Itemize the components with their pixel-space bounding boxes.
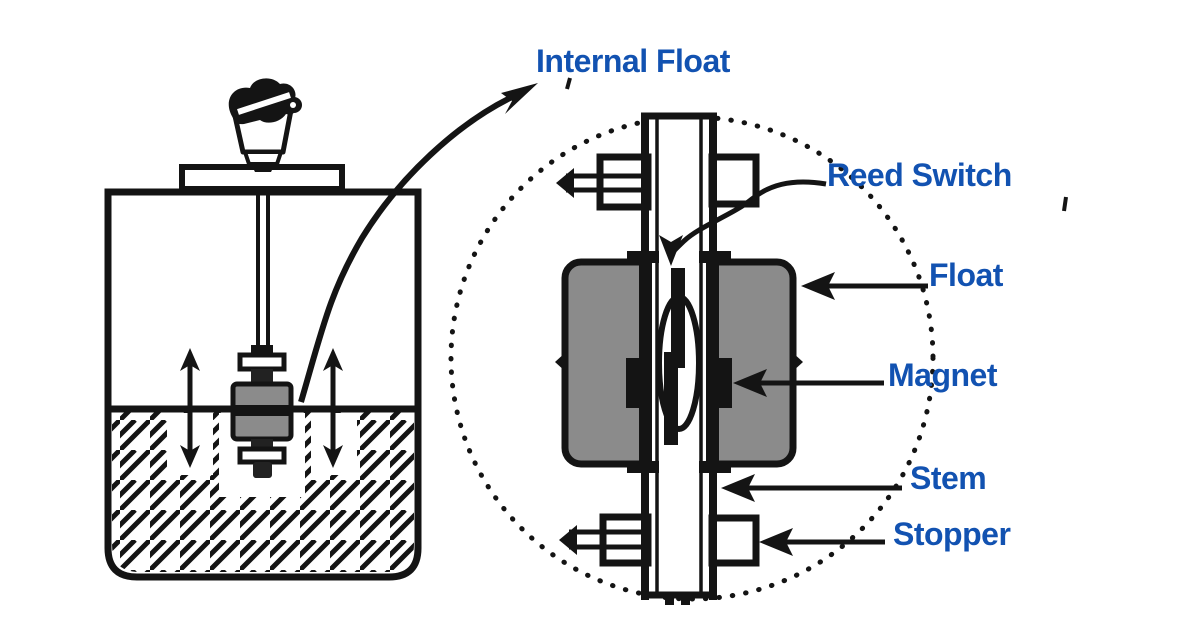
stem-arrow — [721, 474, 902, 502]
up-down-arrow-right — [323, 348, 343, 468]
stray-mark — [1062, 196, 1068, 212]
magnet-right — [716, 358, 732, 408]
stopper-arrow — [759, 528, 885, 556]
annotations — [298, 77, 1068, 556]
label-float: Float — [929, 257, 1003, 293]
float-band — [233, 405, 291, 416]
label-stopper: Stopper — [893, 516, 1011, 552]
stem-tip — [253, 462, 272, 478]
cotter-pin-bottom — [559, 525, 577, 555]
tank-diagram — [104, 78, 422, 581]
reed-switch-pointer — [659, 179, 827, 266]
stopper-bottom — [559, 513, 760, 567]
label-reed-switch: Reed Switch — [827, 157, 1012, 193]
float-tab-left — [555, 352, 566, 372]
internal-float-arrow — [298, 83, 538, 403]
stem-guide-bars — [627, 251, 731, 473]
float-tab-right — [792, 352, 803, 372]
float-arrow — [801, 272, 928, 300]
label-internal-float: Internal Float — [536, 43, 730, 79]
label-stem: Stem — [910, 460, 987, 496]
stopper-ring-bottom — [237, 446, 287, 465]
detail-view — [448, 112, 936, 605]
stopper-top — [556, 153, 760, 211]
float-neck — [251, 439, 273, 449]
cotter-pin-top — [556, 168, 574, 198]
label-magnet: Magnet — [888, 357, 998, 393]
reed-switch-graphic — [656, 268, 702, 445]
stray-mark — [565, 77, 572, 90]
up-down-arrow-left — [180, 348, 200, 468]
magnet-arrow — [733, 369, 884, 397]
transmitter-head-icon — [228, 78, 302, 172]
float-neck — [251, 369, 273, 384]
stopper-ring-top — [237, 352, 287, 372]
magnet-left — [626, 358, 642, 408]
tank-float-assembly — [230, 345, 294, 478]
tank-stem — [256, 189, 270, 357]
